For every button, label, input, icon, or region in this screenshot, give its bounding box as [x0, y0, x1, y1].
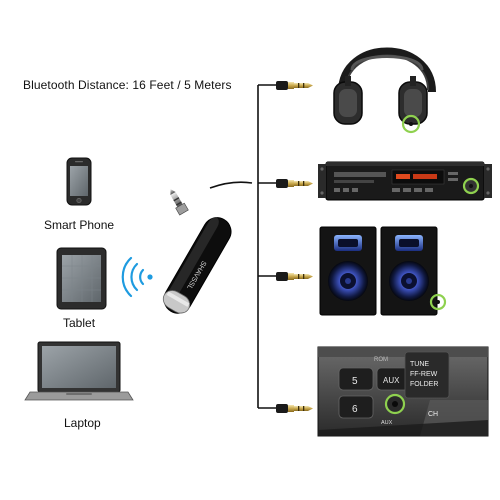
- tablet-icon: [56, 247, 107, 310]
- car-tune-label: TUNE: [410, 361, 429, 368]
- aux-plug-icon: [276, 404, 313, 413]
- car-ffrew-label: FF-REW: [410, 371, 438, 378]
- car-button-6: 6: [352, 404, 358, 415]
- bluetooth-signal-icon: [121, 256, 153, 298]
- headphones-icon: [333, 47, 436, 134]
- headphones-port-highlight: [401, 114, 421, 134]
- car-stereo-icon: 5 6 AUX ROM AUX TUNE FF-REW FOLDER CH: [317, 346, 489, 437]
- car-rom-label: ROM: [374, 357, 388, 363]
- aux-plug-icon: [276, 81, 313, 90]
- smart-phone-label: Smart Phone: [44, 218, 115, 232]
- car-folder-label: FOLDER: [410, 381, 438, 388]
- car-aux-port-label: AUX: [381, 420, 393, 426]
- bluetooth-receiver-icon: SHAVSSL: [162, 189, 232, 314]
- car-ch-label: CH: [428, 411, 438, 418]
- aux-plug-icon: [276, 179, 313, 188]
- speakers-icon: [319, 226, 447, 316]
- aux-plug-icon: [276, 272, 313, 281]
- car-button-5: 5: [352, 376, 358, 387]
- laptop-icon: [24, 341, 134, 401]
- audio-cable: [209, 84, 276, 409]
- speaker-port-highlight: [429, 293, 447, 311]
- smartphone-icon: [66, 157, 92, 206]
- bluetooth-distance-title: Bluetooth Distance: 16 Feet / 5 Meters: [23, 78, 232, 92]
- tablet-label: Tablet: [63, 316, 96, 330]
- car-button-aux: AUX: [383, 376, 400, 385]
- cd-player-icon: [318, 161, 492, 201]
- laptop-label: Laptop: [64, 416, 101, 430]
